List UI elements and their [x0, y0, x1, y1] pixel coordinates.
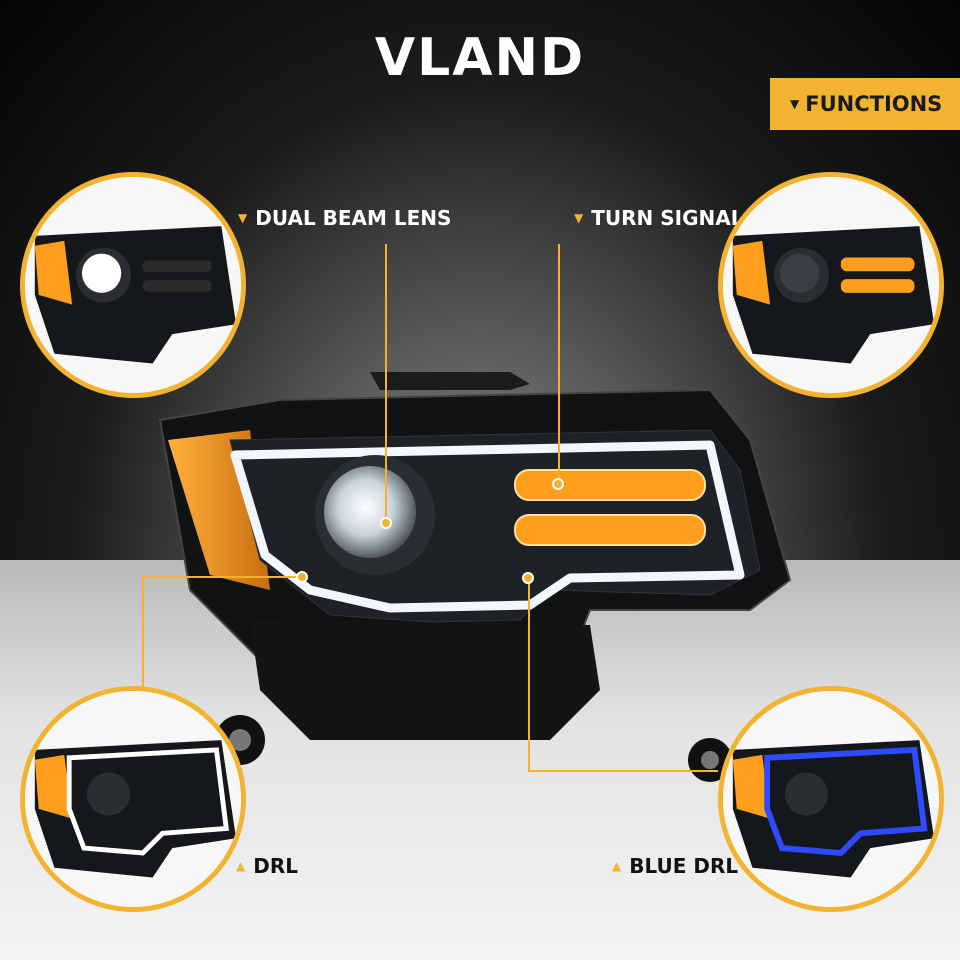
caret-down-icon: ▼ [238, 211, 248, 225]
detail-circle-dual-beam [20, 172, 246, 398]
caret-down-icon: ▼ [574, 211, 584, 225]
functions-label: FUNCTIONS [805, 92, 943, 116]
leader-line [528, 578, 530, 770]
leader-line [142, 576, 144, 688]
caret-down-icon: ▼ [790, 97, 800, 111]
functions-banner: ▼ FUNCTIONS [770, 78, 960, 130]
detail-circle-drl [20, 686, 246, 912]
detail-circle-blue-drl [718, 686, 944, 912]
brand-logo: VLAND [374, 28, 586, 88]
caret-up-icon: ▲ [236, 859, 246, 873]
main-headlamp-image [158, 372, 792, 782]
callout-dot [380, 517, 392, 529]
callout-dot [522, 572, 534, 584]
callout-dot [552, 478, 564, 490]
leader-line [528, 770, 718, 772]
leader-line [142, 576, 302, 578]
callout-dot [296, 571, 308, 583]
feature-label-drl: ▲ DRL [236, 854, 298, 878]
leader-line [385, 244, 387, 522]
leader-line [558, 244, 560, 484]
detail-circle-turn-signal [718, 172, 944, 398]
feature-label-blue-drl: ▲ BLUE DRL [612, 854, 739, 878]
caret-up-icon: ▲ [612, 859, 622, 873]
feature-label-dual-beam: ▼ DUAL BEAM LENS [238, 206, 452, 230]
feature-label-turn-signal: ▼ TURN SIGNAL [574, 206, 744, 230]
